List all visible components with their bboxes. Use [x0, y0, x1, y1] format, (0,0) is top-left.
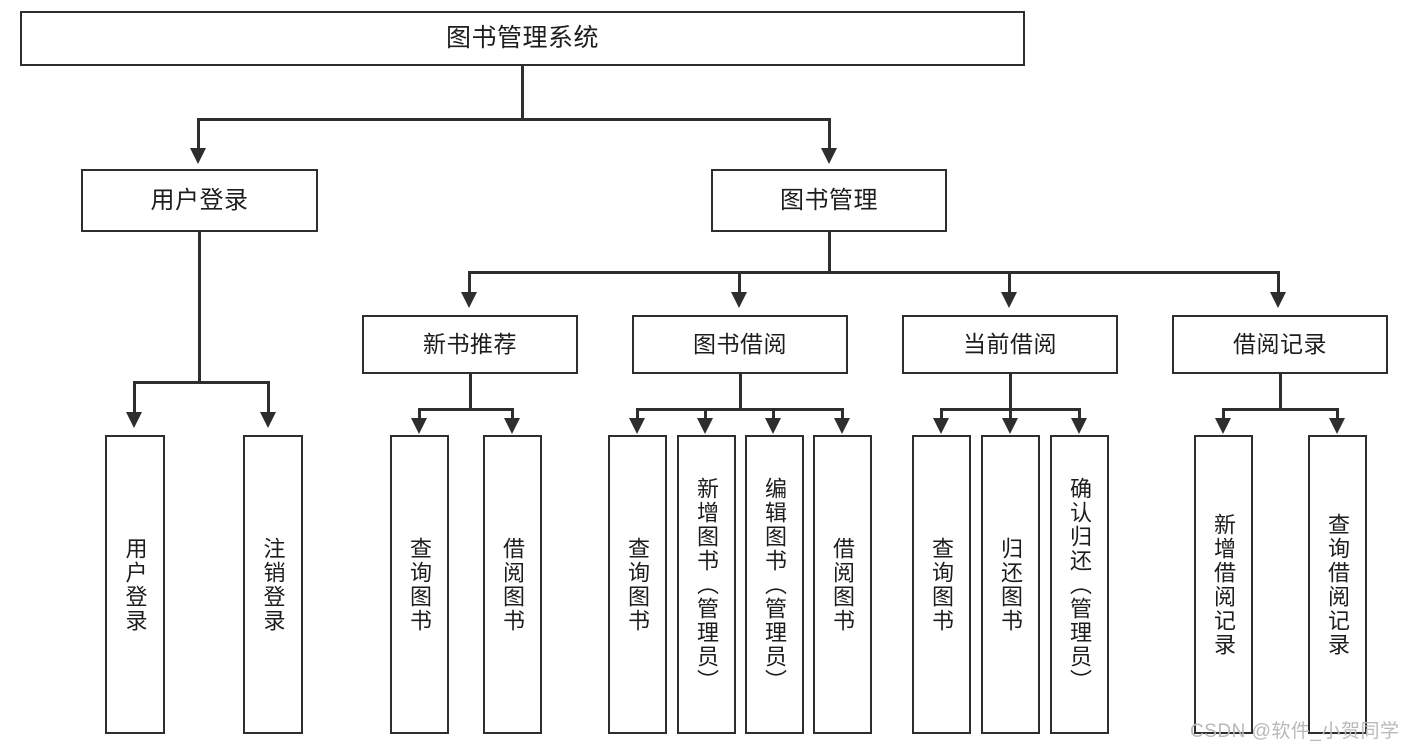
- connector-root-bus: [197, 118, 831, 121]
- node-label: 新增图书（管理员）: [694, 476, 720, 693]
- connector-user-login-drop-1: [133, 381, 136, 414]
- node-leaf-user-login[interactable]: 用户登录: [105, 435, 165, 734]
- connector-cb-drop-3: [1078, 408, 1081, 420]
- node-system-root[interactable]: 图书管理系统: [20, 11, 1025, 66]
- node-label: 新书推荐: [423, 331, 517, 357]
- connector-cb-drop-2: [1009, 408, 1012, 420]
- connector-user-login-drop-2: [267, 381, 270, 414]
- node-book-borrow[interactable]: 图书借阅: [632, 315, 848, 374]
- node-label: 图书管理: [780, 186, 878, 214]
- arrowhead-leaf-add-record: [1215, 418, 1231, 434]
- connector-cb-stem: [1009, 374, 1012, 408]
- node-leaf-confirm-return[interactable]: 确认归还（管理员）: [1050, 435, 1109, 734]
- node-label: 确认归还（管理员）: [1067, 476, 1093, 693]
- connector-bb-bus: [636, 408, 844, 411]
- node-current-borrow[interactable]: 当前借阅: [902, 315, 1118, 374]
- arrowhead-leaf-query-record: [1329, 418, 1345, 434]
- connector-bb-drop-1: [636, 408, 639, 420]
- node-leaf-query-book-3[interactable]: 查询图书: [912, 435, 971, 734]
- node-label: 用户登录: [122, 536, 148, 633]
- connector-bb-stem: [739, 374, 742, 408]
- arrowhead-leaf-confirm-return: [1071, 418, 1087, 434]
- connector-nbr-drop-2: [511, 408, 514, 420]
- node-leaf-query-book-2[interactable]: 查询图书: [608, 435, 667, 734]
- node-label: 图书借阅: [693, 331, 787, 357]
- node-label: 编辑图书（管理员）: [762, 476, 788, 693]
- node-label: 查询图书: [929, 536, 955, 633]
- node-leaf-add-book[interactable]: 新增图书（管理员）: [677, 435, 736, 734]
- node-label: 用户登录: [150, 186, 249, 214]
- connector-root-to-book-management: [828, 118, 831, 151]
- connector-book-management-bus: [468, 271, 1280, 274]
- node-label: 查询借阅记录: [1325, 512, 1351, 657]
- arrowhead-current-borrow: [1001, 292, 1017, 308]
- node-book-management[interactable]: 图书管理: [711, 169, 947, 232]
- node-label: 借阅图书: [500, 536, 526, 633]
- node-leaf-return-book[interactable]: 归还图书: [981, 435, 1040, 734]
- connector-bb-drop-4: [841, 408, 844, 420]
- arrowhead-leaf-query-book-3: [933, 418, 949, 434]
- arrowhead-leaf-borrow-book-1: [504, 418, 520, 434]
- node-label: 图书管理系统: [445, 24, 599, 52]
- node-label: 注销登录: [260, 536, 286, 633]
- connector-bb-drop-3: [772, 408, 775, 420]
- arrowhead-leaf-user-login: [126, 412, 142, 428]
- node-label: 查询图书: [625, 536, 651, 633]
- node-label: 借阅图书: [830, 536, 856, 633]
- connector-bm-drop-3: [1008, 271, 1011, 295]
- connector-bm-drop-1: [468, 271, 471, 295]
- connector-nbr-bus: [418, 408, 514, 411]
- connector-br-drop-1: [1222, 408, 1225, 420]
- connector-br-bus: [1222, 408, 1339, 411]
- node-leaf-borrow-book-1[interactable]: 借阅图书: [483, 435, 542, 734]
- connector-cb-drop-1: [940, 408, 943, 420]
- arrowhead-leaf-logout: [260, 412, 276, 428]
- arrowhead-leaf-borrow-book-2: [834, 418, 850, 434]
- node-new-book-recommend[interactable]: 新书推荐: [362, 315, 578, 374]
- connector-bm-drop-2: [738, 271, 741, 295]
- arrowhead-book-borrow: [731, 292, 747, 308]
- connector-nbr-stem: [469, 374, 472, 408]
- connector-br-stem: [1279, 374, 1282, 408]
- node-label: 归还图书: [998, 536, 1024, 633]
- connector-user-login-stem: [198, 232, 201, 381]
- connector-bm-drop-4: [1277, 271, 1280, 295]
- arrowhead-new-book-recommend: [461, 292, 477, 308]
- arrowhead-book-management: [821, 148, 837, 164]
- node-leaf-query-book-1[interactable]: 查询图书: [390, 435, 449, 734]
- arrowhead-leaf-edit-book: [765, 418, 781, 434]
- connector-book-management-stem: [828, 232, 831, 271]
- node-label: 新增借阅记录: [1211, 512, 1237, 657]
- connector-br-drop-2: [1336, 408, 1339, 420]
- connector-nbr-drop-1: [418, 408, 421, 420]
- connector-user-login-bus: [133, 381, 270, 384]
- node-label: 查询图书: [407, 536, 433, 633]
- node-leaf-edit-book[interactable]: 编辑图书（管理员）: [745, 435, 804, 734]
- arrowhead-borrow-records: [1270, 292, 1286, 308]
- node-leaf-logout[interactable]: 注销登录: [243, 435, 303, 734]
- arrowhead-leaf-query-book-1: [411, 418, 427, 434]
- connector-root-stem: [521, 66, 524, 118]
- arrowhead-leaf-return-book: [1002, 418, 1018, 434]
- node-user-login[interactable]: 用户登录: [81, 169, 318, 232]
- node-leaf-query-record[interactable]: 查询借阅记录: [1308, 435, 1367, 734]
- arrowhead-leaf-add-book: [697, 418, 713, 434]
- node-leaf-add-record[interactable]: 新增借阅记录: [1194, 435, 1253, 734]
- arrowhead-user-login: [190, 148, 206, 164]
- node-leaf-borrow-book-2[interactable]: 借阅图书: [813, 435, 872, 734]
- arrowhead-leaf-query-book-2: [629, 418, 645, 434]
- connector-bb-drop-2: [704, 408, 707, 420]
- node-label: 当前借阅: [963, 331, 1057, 357]
- node-label: 借阅记录: [1233, 331, 1327, 357]
- connector-root-to-user-login: [197, 118, 200, 151]
- node-borrow-records[interactable]: 借阅记录: [1172, 315, 1388, 374]
